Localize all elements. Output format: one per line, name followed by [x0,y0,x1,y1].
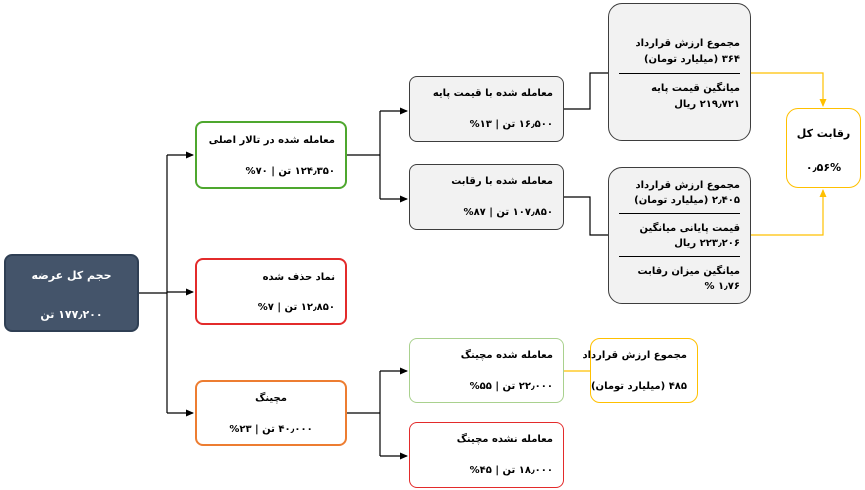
base-price-node: معامله شده با قیمت پایه ۱۶٫۵۰۰ تن | ۱۳% [409,76,564,142]
base-price-info-node: مجموع ارزش قرارداد ۳۶۴ (میلیارد تومان) م… [608,3,751,141]
competition-title: معامله شده با رقابت [451,176,553,187]
mechink-done-title: معامله شده مچینگ [460,350,553,361]
mechink-value: ۴۰٫۰۰۰ تن | ۲۳% [229,424,313,435]
base-price-value: ۱۶٫۵۰۰ تن | ۱۳% [469,119,553,130]
connector-base-to-info1 [564,72,608,110]
mechink-not-node: معامله نشده مچینگ ۱۸٫۰۰۰ تن | ۴۵% [409,422,564,488]
rival-contract-title: مجموع ارزش قرارداد [635,180,740,191]
total-supply-value: ۱۷۷٫۲۰۰ تن [40,308,103,321]
mechink-contract-value: ۴۸۵ (میلیارد تومان) [590,381,687,392]
total-competition-value: ۰٫۵۶% [805,161,842,174]
rival-final-title: قیمت پایانی میانگین [639,223,740,234]
rival-rate-value: ۱٫۷۶ % [704,281,740,292]
mechink-done-node: معامله شده مچینگ ۲۲٫۰۰۰ تن | ۵۵% [409,338,564,403]
base-contract-value: ۳۶۴ (میلیارد تومان) [643,54,740,65]
total-supply-node: حجم کل عرضه ۱۷۷٫۲۰۰ تن [4,254,139,332]
deleted-symbol-node: نماد حذف شده ۱۲٫۸۵۰ تن | ۷% [195,258,347,325]
main-hall-node: معامله شده در تالار اصلی ۱۲۴٫۳۵۰ تن | ۷۰… [195,121,347,189]
mechink-title: مچینگ [255,393,287,404]
mechink-not-title: معامله نشده مچینگ [456,434,553,445]
competition-node: معامله شده با رقابت ۱۰۷٫۸۵۰ تن | ۸۷% [409,164,564,230]
mechink-done-value: ۲۲٫۰۰۰ تن | ۵۵% [469,381,553,392]
mechink-contract-node: مجموع ارزش قرارداد ۴۸۵ (میلیارد تومان) [582,338,698,403]
mechink-not-value: ۱۸٫۰۰۰ تن | ۴۵% [469,465,553,476]
mechink-node: مچینگ ۴۰٫۰۰۰ تن | ۲۳% [195,380,347,446]
base-avg-title: میانگین قیمت پایه [651,83,740,94]
total-competition-node: رقابت کل ۰٫۵۶% [786,108,861,188]
main-hall-value: ۱۲۴٫۳۵۰ تن | ۷۰% [245,166,335,177]
info-divider [619,213,740,214]
arrow-info1-to-competition [751,72,827,107]
competition-info-node: مجموع ارزش قرارداد ۲٫۴۰۵ (میلیارد تومان)… [608,167,751,304]
info-divider [619,73,740,74]
info-divider [619,256,740,257]
base-avg-value: ۲۱۹٫۷۲۱ ریال [674,99,740,110]
connector-rival-to-info2 [564,196,608,236]
rival-final-value: ۲۲۳٫۲۰۶ ریال [674,238,740,249]
main-hall-title: معامله شده در تالار اصلی [208,135,335,146]
arrow-info2-to-competition [751,189,827,236]
deleted-symbol-title: نماد حذف شده [262,272,335,283]
rival-rate-title: میانگین میزان رقابت [637,266,741,277]
rival-contract-value: ۲٫۴۰۵ (میلیارد تومان) [634,195,740,206]
deleted-symbol-value: ۱۲٫۸۵۰ تن | ۷% [257,302,335,313]
base-price-title: معامله شده با قیمت پایه [432,88,553,99]
total-competition-title: رقابت کل [796,127,851,140]
competition-value: ۱۰۷٫۸۵۰ تن | ۸۷% [463,207,553,218]
base-contract-title: مجموع ارزش قرارداد [635,38,740,49]
mechink-contract-title: مجموع ارزش قرارداد [582,350,687,361]
total-supply-title: حجم کل عرضه [31,269,112,282]
